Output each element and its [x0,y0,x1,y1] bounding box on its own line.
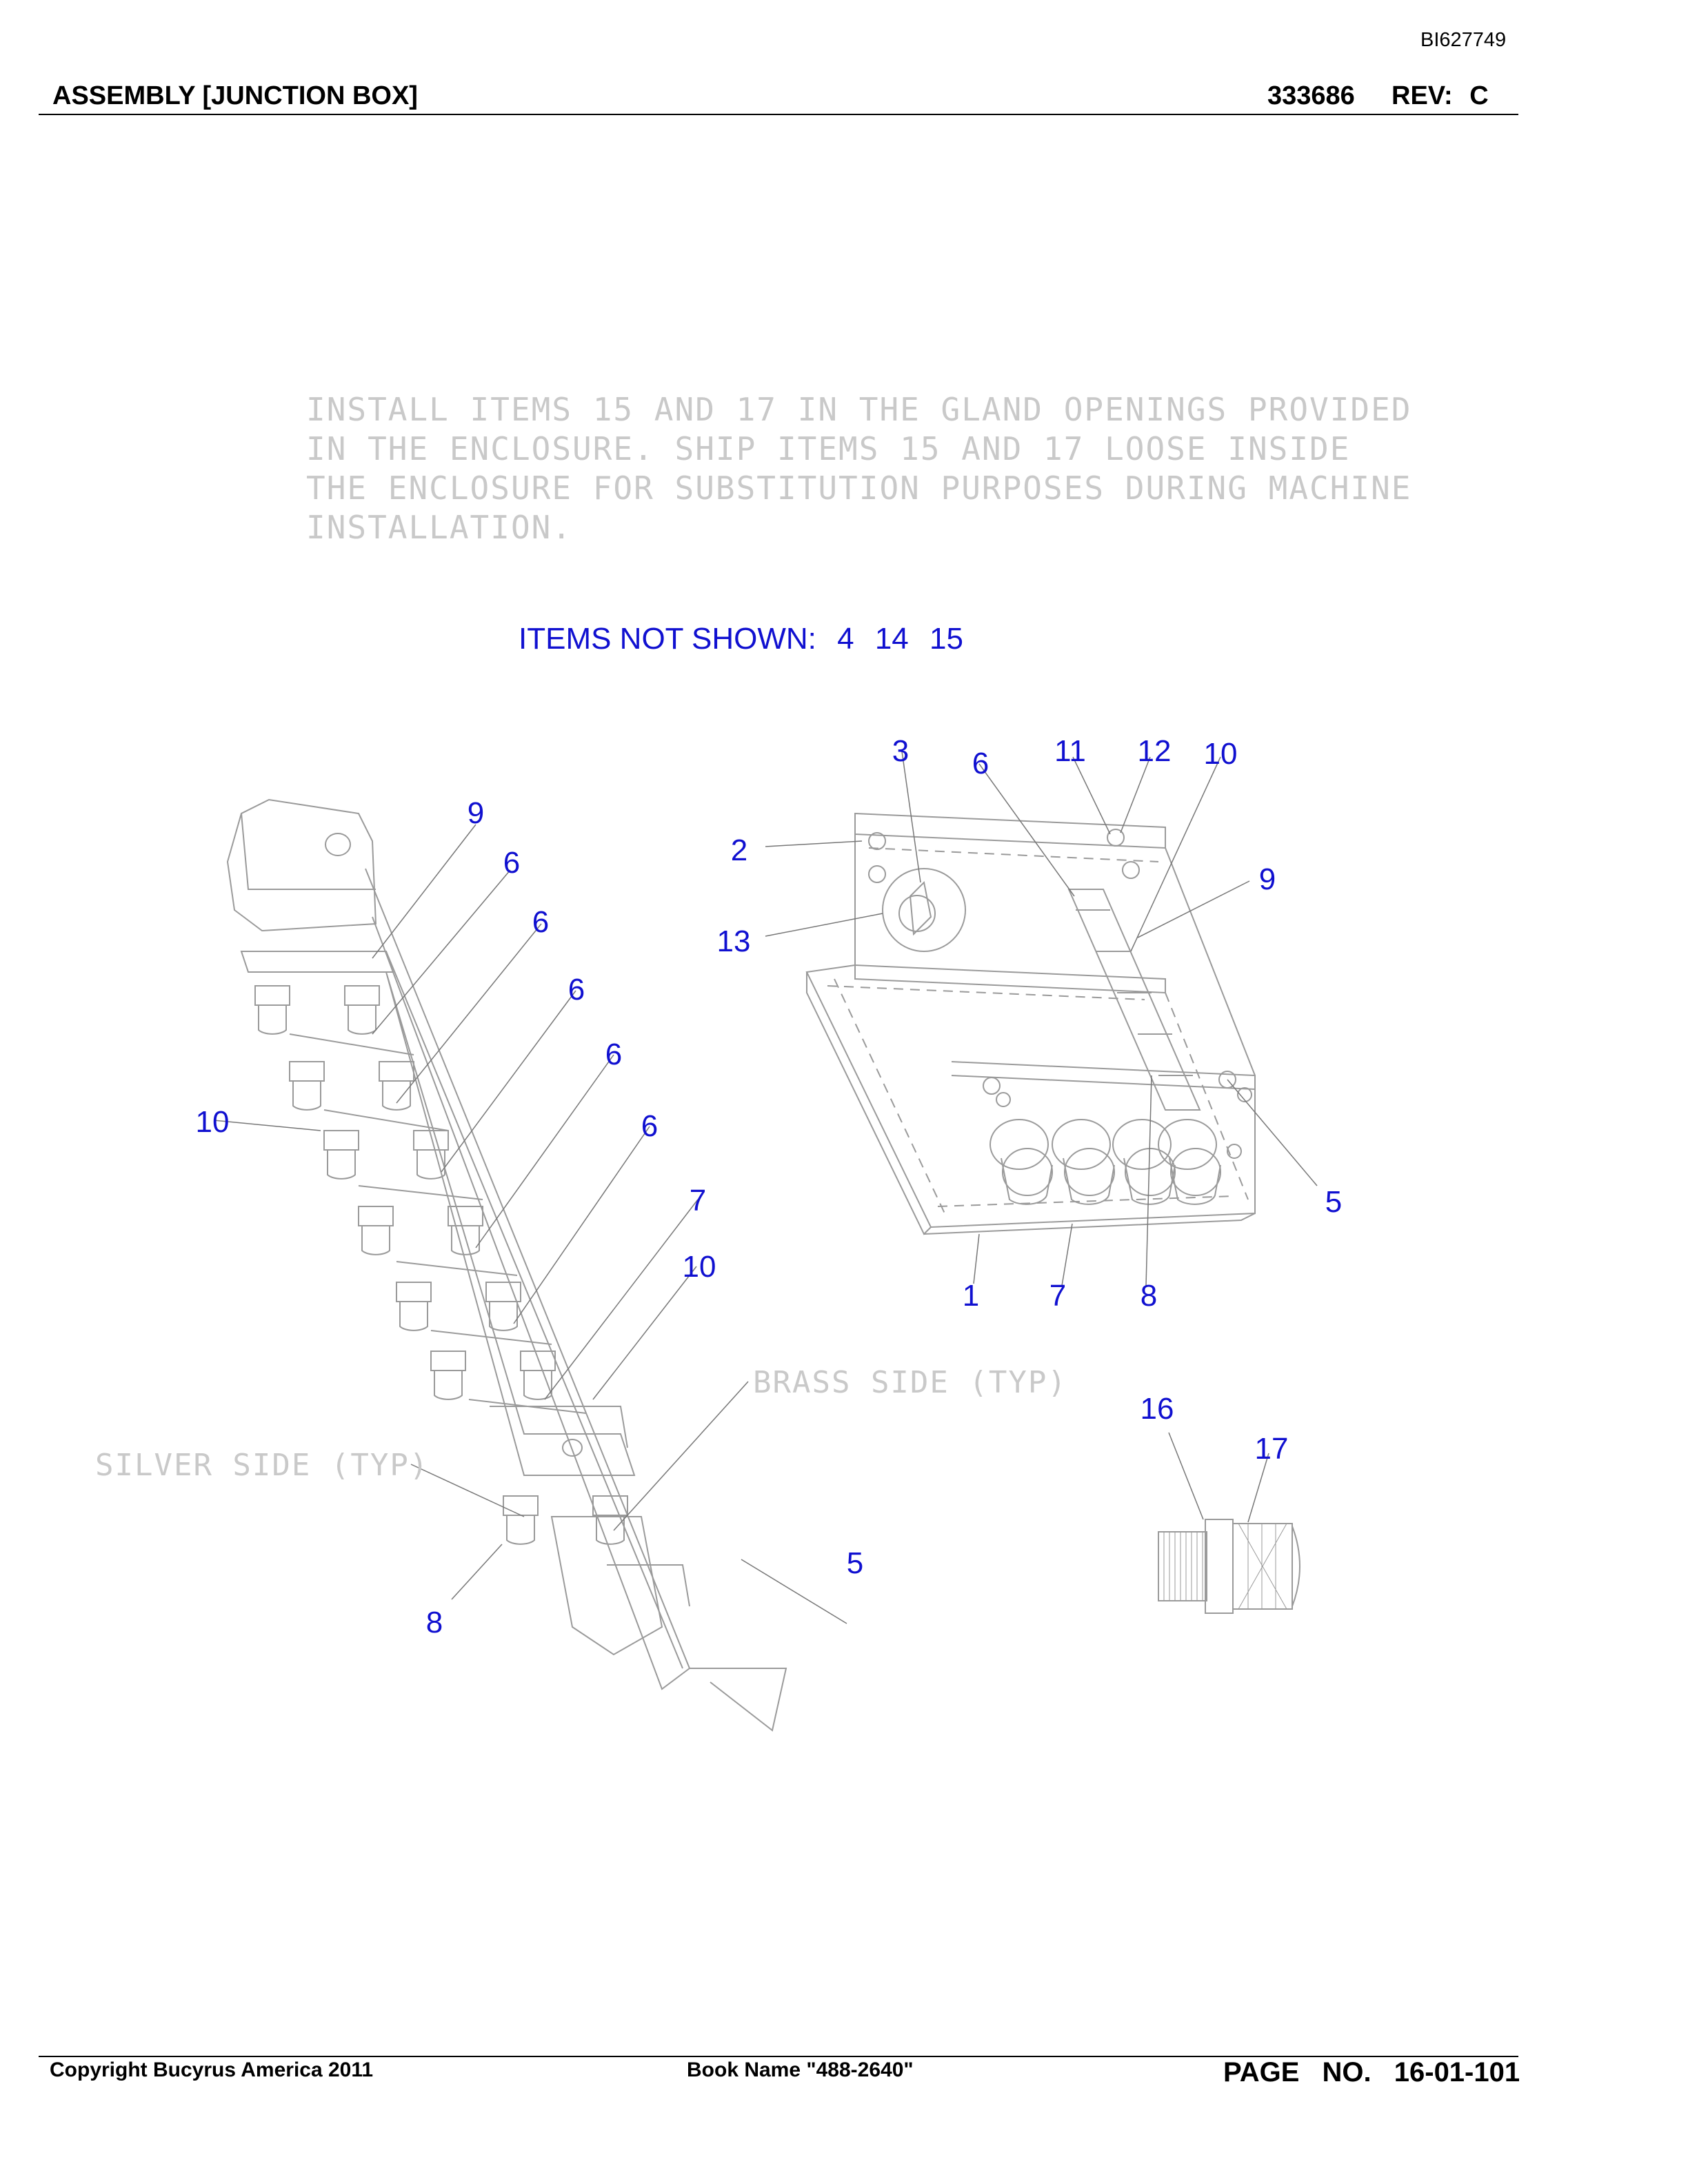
callout-rail-6d: 6 [605,1038,623,1071]
callout-box-10: 10 [1203,737,1238,771]
page-number-value: 16-01-101 [1394,2057,1520,2087]
callout-rail-5: 5 [846,1546,864,1580]
callout-rail-10b: 10 [682,1250,716,1284]
item-number: 14 [874,622,909,656]
assembly-note: INSTALL ITEMS 15 AND 17 IN THE GLAND OPE… [306,390,1412,547]
note-line: THE ENCLOSURE FOR SUBSTITUTION PURPOSES … [306,469,1412,507]
terminal-rail-assembly [226,798,787,1732]
callout-box-7: 7 [1049,1279,1067,1313]
callout-gland-17: 17 [1254,1432,1289,1466]
document-id: BI627749 [1420,29,1507,51]
page-number: PAGE NO. 16-01-101 [1223,2057,1520,2088]
callout-box-6: 6 [972,747,989,780]
callout-box-12: 12 [1137,734,1172,768]
revision: REV: C [1391,81,1489,111]
item-number: 15 [930,622,963,656]
enclosure [805,812,1256,1235]
callout-box-5: 5 [1325,1185,1343,1219]
callout-box-1: 1 [962,1279,980,1313]
silver-side-label: SILVER SIDE (TYP) [95,1448,430,1483]
page-number-label: PAGE NO. [1223,2057,1372,2087]
item-number: 4 [837,622,854,656]
book-name: Book Name "488-2640" [687,2059,914,2081]
footer-rule [39,2056,1518,2057]
note-line: INSTALL ITEMS 15 AND 17 IN THE GLAND OPE… [306,391,1412,428]
callout-box-2: 2 [730,833,748,867]
callout-box-13: 13 [716,924,751,958]
part-number: 333686 [1267,81,1355,110]
note-line: IN THE ENCLOSURE. SHIP ITEMS 15 AND 17 L… [306,430,1351,467]
revision-label: REV: [1391,81,1453,110]
items-not-shown-label: ITEMS NOT SHOWN: [519,622,816,656]
callout-rail-6c: 6 [567,973,585,1007]
terminal-posts [254,985,628,1545]
page-title: ASSEMBLY [JUNCTION BOX] [52,81,418,110]
callout-box-11: 11 [1054,734,1086,768]
cable-glands [989,1119,1221,1205]
items-not-shown: ITEMS NOT SHOWN: 4 14 15 [519,622,963,656]
callout-rail-10a: 10 [195,1105,230,1139]
callout-gland-16: 16 [1140,1392,1174,1426]
callout-rail-7: 7 [689,1184,707,1217]
copyright: Copyright Bucyrus America 2011 [50,2059,374,2081]
callout-rail-9: 9 [467,796,485,830]
callout-rail-6e: 6 [641,1109,659,1143]
callout-box-9: 9 [1258,862,1276,896]
revision-value: C [1469,81,1489,110]
callout-rail-6a: 6 [503,846,521,880]
brass-side-label: BRASS SIDE (TYP) [753,1365,1067,1400]
callout-box-8: 8 [1140,1279,1158,1313]
header-rule [39,114,1518,115]
callout-rail-8: 8 [425,1606,443,1639]
note-line: INSTALLATION. [306,509,573,546]
leader-lines [213,751,1318,1624]
callout-box-3: 3 [892,734,910,768]
cable-gland-detail [1158,1519,1300,1614]
callout-rail-6b: 6 [532,905,550,939]
